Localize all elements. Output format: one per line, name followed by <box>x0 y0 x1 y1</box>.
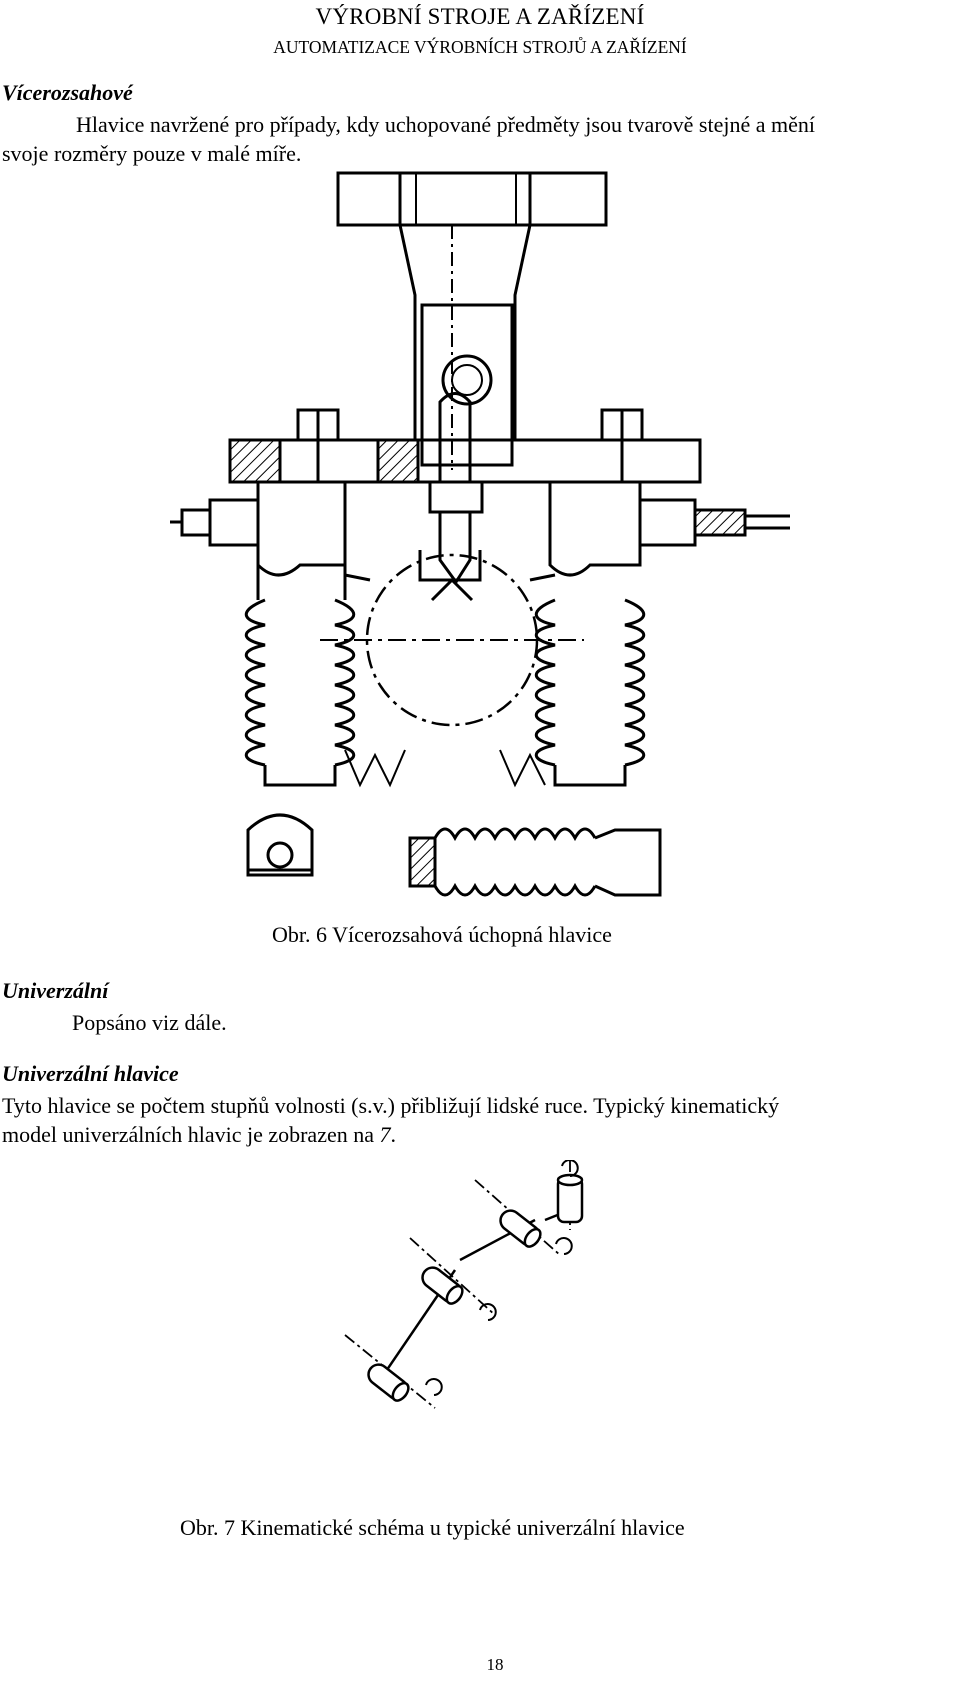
paragraph-line2-prefix: model univerzálních hlavic je zobrazen n… <box>2 1122 380 1147</box>
paragraph-line2-suffix: . <box>390 1122 397 1147</box>
section-heading-vicerozsahove: Vícerozsahové <box>2 80 133 105</box>
page-number: 18 <box>486 1655 504 1674</box>
figure-6-gripper-drawing <box>170 171 790 897</box>
paragraph-univerzalni-hlavice-line1: Tyto hlavice se počtem stupňů volnosti (… <box>2 1093 780 1118</box>
paragraph-vicerozsahove-line2: svoje rozměry pouze v malé míře. <box>2 141 302 166</box>
figure-7-caption: Obr. 7 Kinematické schéma u typické univ… <box>180 1515 685 1540</box>
section-heading-univerzalni: Univerzální <box>2 978 109 1003</box>
figure-6-caption: Obr. 6 Vícerozsahová úchopná hlavice <box>272 922 612 947</box>
figure-reference-link[interactable]: 7 <box>379 1122 391 1147</box>
paragraph-vicerozsahove-line1: Hlavice navržené pro případy, kdy uchopo… <box>76 112 815 137</box>
running-header-title: VÝROBNÍ STROJE A ZAŘÍZENÍ <box>315 4 645 29</box>
paragraph-univerzalni: Popsáno viz dále. <box>72 1010 227 1035</box>
running-header-subtitle: AUTOMATIZACE VÝROBNÍCH STROJŮ A ZAŘÍZENÍ <box>273 37 687 57</box>
paragraph-univerzalni-hlavice-line2: model univerzálních hlavic je zobrazen n… <box>2 1120 396 1149</box>
section-heading-univerzalni-hlavice: Univerzální hlavice <box>2 1061 179 1086</box>
figure-7-kinematic-schema <box>344 1160 584 1409</box>
